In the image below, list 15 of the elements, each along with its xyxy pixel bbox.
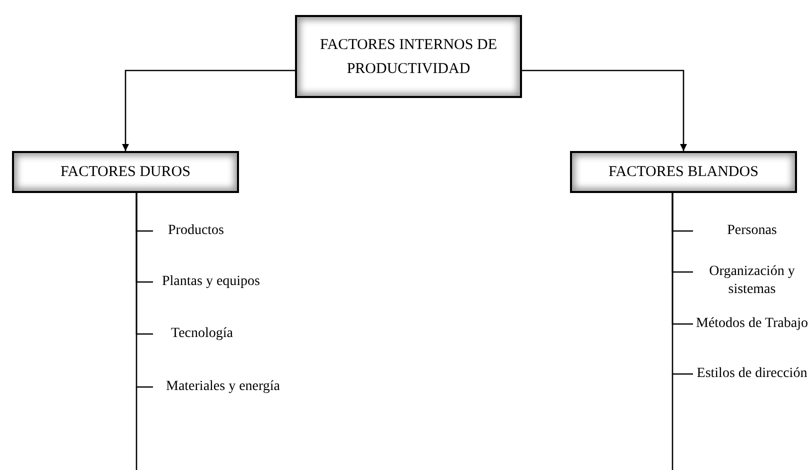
category-box: FACTORES BLANDOS bbox=[570, 151, 797, 193]
factor-label: Materiales y energía bbox=[153, 378, 353, 396]
factor-label: Personas bbox=[693, 222, 811, 240]
connector-line bbox=[136, 193, 153, 388]
arrow bbox=[122, 70, 295, 151]
arrow bbox=[522, 70, 687, 151]
category-box: FACTORES INTERNOS DE PRODUCTIVIDAD bbox=[295, 15, 522, 98]
factor-label: Tecnología bbox=[153, 325, 353, 343]
connector-line bbox=[672, 193, 693, 375]
factor-label: Productos bbox=[153, 222, 353, 240]
factor-label: Métodos de Trabajo bbox=[693, 315, 811, 351]
category-box: FACTORES DUROS bbox=[12, 151, 239, 193]
factor-label: Estilos de dirección bbox=[693, 365, 811, 401]
factor-label: Organización y sistemas bbox=[693, 263, 811, 299]
factor-label: Plantas y equipos bbox=[153, 273, 353, 291]
